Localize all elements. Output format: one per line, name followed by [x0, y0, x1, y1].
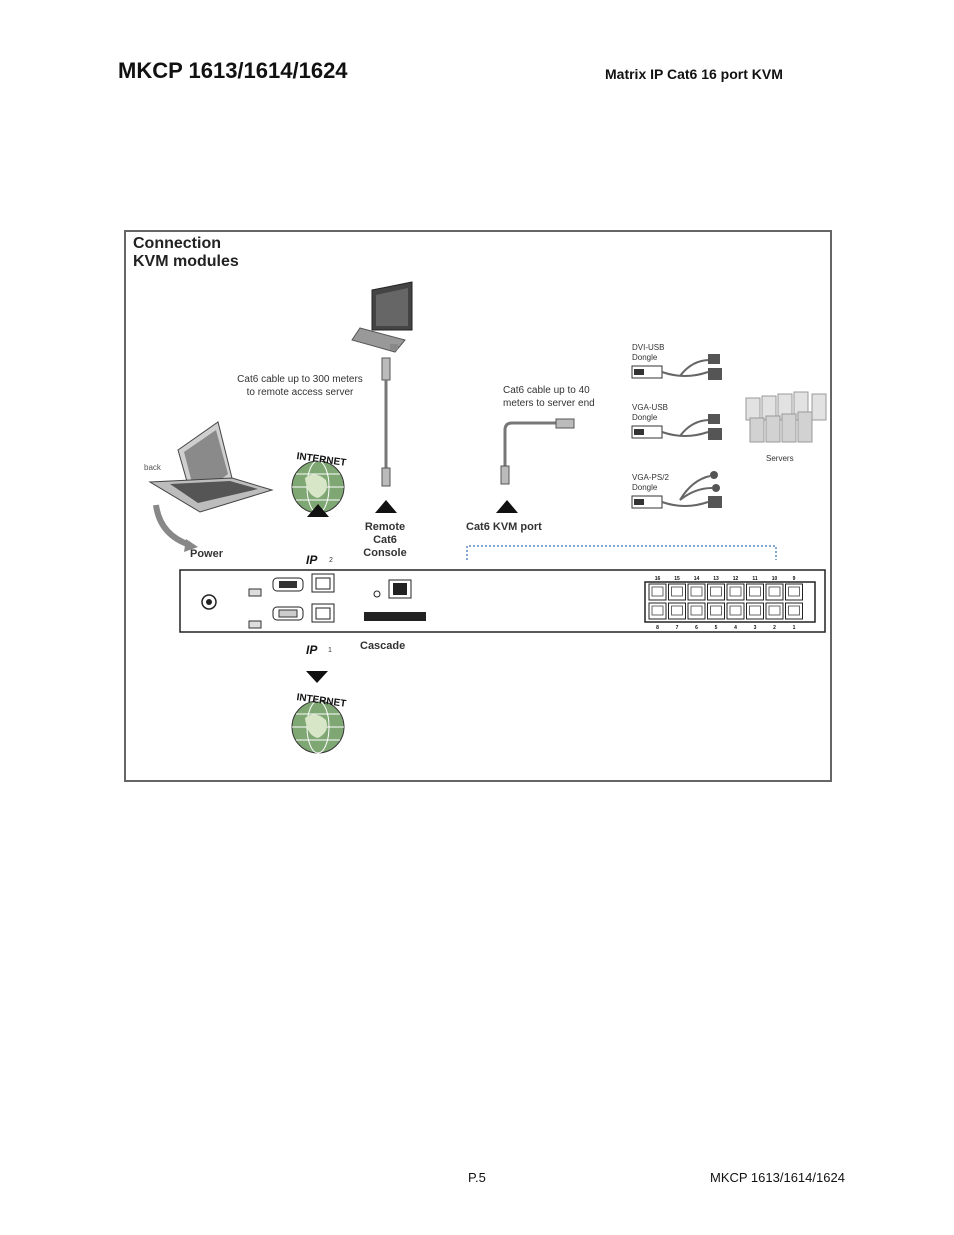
internet-globe-icon: [291, 460, 345, 514]
arrow-up-icon: [375, 500, 397, 513]
dongle-label-dvi-usb: DVI-USB Dongle: [632, 343, 664, 363]
cat6-kvm-port-label: Cat6 KVM port: [466, 521, 542, 533]
dongles-and-servers: [631, 354, 827, 509]
rj45-socket: [710, 605, 722, 616]
remote-console-label-line1: Remote: [364, 521, 406, 533]
page-number: P.5: [468, 1170, 486, 1185]
document-title: MKCP 1613/1614/1624: [118, 58, 348, 83]
remote-cable-label-line1: Cat6 cable up to 300 meters: [237, 374, 363, 385]
port-number-top: 13: [713, 576, 719, 582]
rj45-socket: [768, 586, 781, 597]
dongle-label-line1: VGA-PS/2: [632, 473, 669, 482]
port-number-bottom: 1: [793, 625, 796, 631]
rj45-socket: [651, 605, 664, 616]
port-number-bottom: 7: [676, 625, 679, 631]
rj45-socket: [729, 586, 742, 597]
servers-label: Servers: [766, 454, 794, 463]
diagram-frame: [124, 230, 832, 782]
internet-globe-icon: [291, 700, 345, 754]
rj45-socket: [749, 605, 761, 616]
kvm-console-icon: [148, 421, 274, 552]
dongle-label-line2: Dongle: [632, 483, 658, 492]
rj45-socket: [788, 586, 800, 597]
cascade-label: Cascade: [360, 640, 406, 652]
port-number-bottom: 6: [695, 625, 698, 631]
arrow-up-icon: [496, 500, 518, 513]
ip-number-2: 2: [329, 557, 333, 564]
back-label: back: [144, 463, 162, 472]
arrow-up-icon: [307, 504, 329, 517]
dongle-label-line2: Dongle: [632, 413, 658, 422]
document-subtitle: Matrix IP Cat6 16 port KVM: [605, 66, 783, 82]
remote-cable-label: Cat6 cable up to 300 meters to remote ac…: [220, 373, 380, 399]
footer-model: MKCP 1613/1614/1624: [710, 1170, 845, 1185]
diagram-title-line1: Connection: [133, 235, 221, 252]
port-number-top: 9: [793, 576, 796, 582]
ip-logo-2: IP: [306, 553, 318, 567]
ports-bracket: [466, 545, 777, 560]
kvm-port-grid: 16 8 15 7 14 6 13 5 12 4 11 3 10 2 9 1: [648, 576, 803, 631]
port-number-top: 10: [772, 576, 778, 582]
rj45-socket: [690, 586, 703, 597]
rj45-socket: [729, 605, 742, 616]
servers-icon: [745, 391, 827, 443]
diagram-title-line2: KVM modules: [133, 253, 239, 270]
ip-number-1: 1: [328, 647, 332, 654]
remote-cable-icon: [381, 357, 391, 487]
rj45-socket: [749, 586, 761, 597]
port-number-top: 15: [674, 576, 680, 582]
remote-console-label: Remote Cat6 Console: [354, 521, 416, 560]
rj45-socket: [788, 605, 800, 616]
rj45-socket: [710, 586, 722, 597]
port-number-bottom: 8: [656, 625, 659, 631]
dvi-usb-dongle-icon: [631, 354, 722, 380]
server-cable-icon: [500, 418, 575, 485]
port-number-bottom: 5: [715, 625, 718, 631]
kvm-rear-panel: [179, 569, 826, 633]
remote-cable-label-line2: to remote access server: [246, 387, 354, 398]
port-number-top: 12: [733, 576, 739, 582]
server-cable-label: Cat6 cable up to 40 meters to server end: [503, 384, 595, 410]
dongle-label-line1: VGA-USB: [632, 403, 669, 412]
rj45-socket: [671, 586, 683, 597]
port-number-top: 11: [752, 576, 758, 582]
remote-pc-icon: [351, 281, 413, 353]
port-number-bottom: 4: [734, 625, 737, 631]
rj45-socket: [671, 605, 683, 616]
port-number-top: 14: [694, 576, 700, 582]
remote-console-label-line3: Console: [363, 547, 407, 559]
diagram-title: Connection KVM modules: [133, 235, 239, 271]
server-cable-label-line1: Cat6 cable up to 40: [503, 385, 590, 396]
vga-ps2-dongle-icon: [631, 471, 722, 509]
dongle-label-vga-usb: VGA-USB Dongle: [632, 403, 668, 423]
server-cable-label-line2: meters to server end: [503, 398, 595, 409]
ip-logo-1: IP: [306, 643, 318, 657]
dongle-label-line1: DVI-USB: [632, 343, 665, 352]
dongle-label-vga-ps2: VGA-PS/2 Dongle: [632, 473, 669, 493]
dongle-label-line2: Dongle: [632, 353, 658, 362]
vga-usb-dongle-icon: [631, 414, 722, 440]
rj45-socket: [651, 586, 664, 597]
port-number-bottom: 2: [773, 625, 776, 631]
port-number-top: 16: [655, 576, 661, 582]
power-label: Power: [190, 548, 224, 560]
remote-console-label-line2: Cat6: [373, 534, 397, 546]
rj45-socket: [768, 605, 781, 616]
rj45-socket: [690, 605, 703, 616]
arrow-down-icon: [306, 671, 328, 683]
port-number-bottom: 3: [754, 625, 757, 631]
